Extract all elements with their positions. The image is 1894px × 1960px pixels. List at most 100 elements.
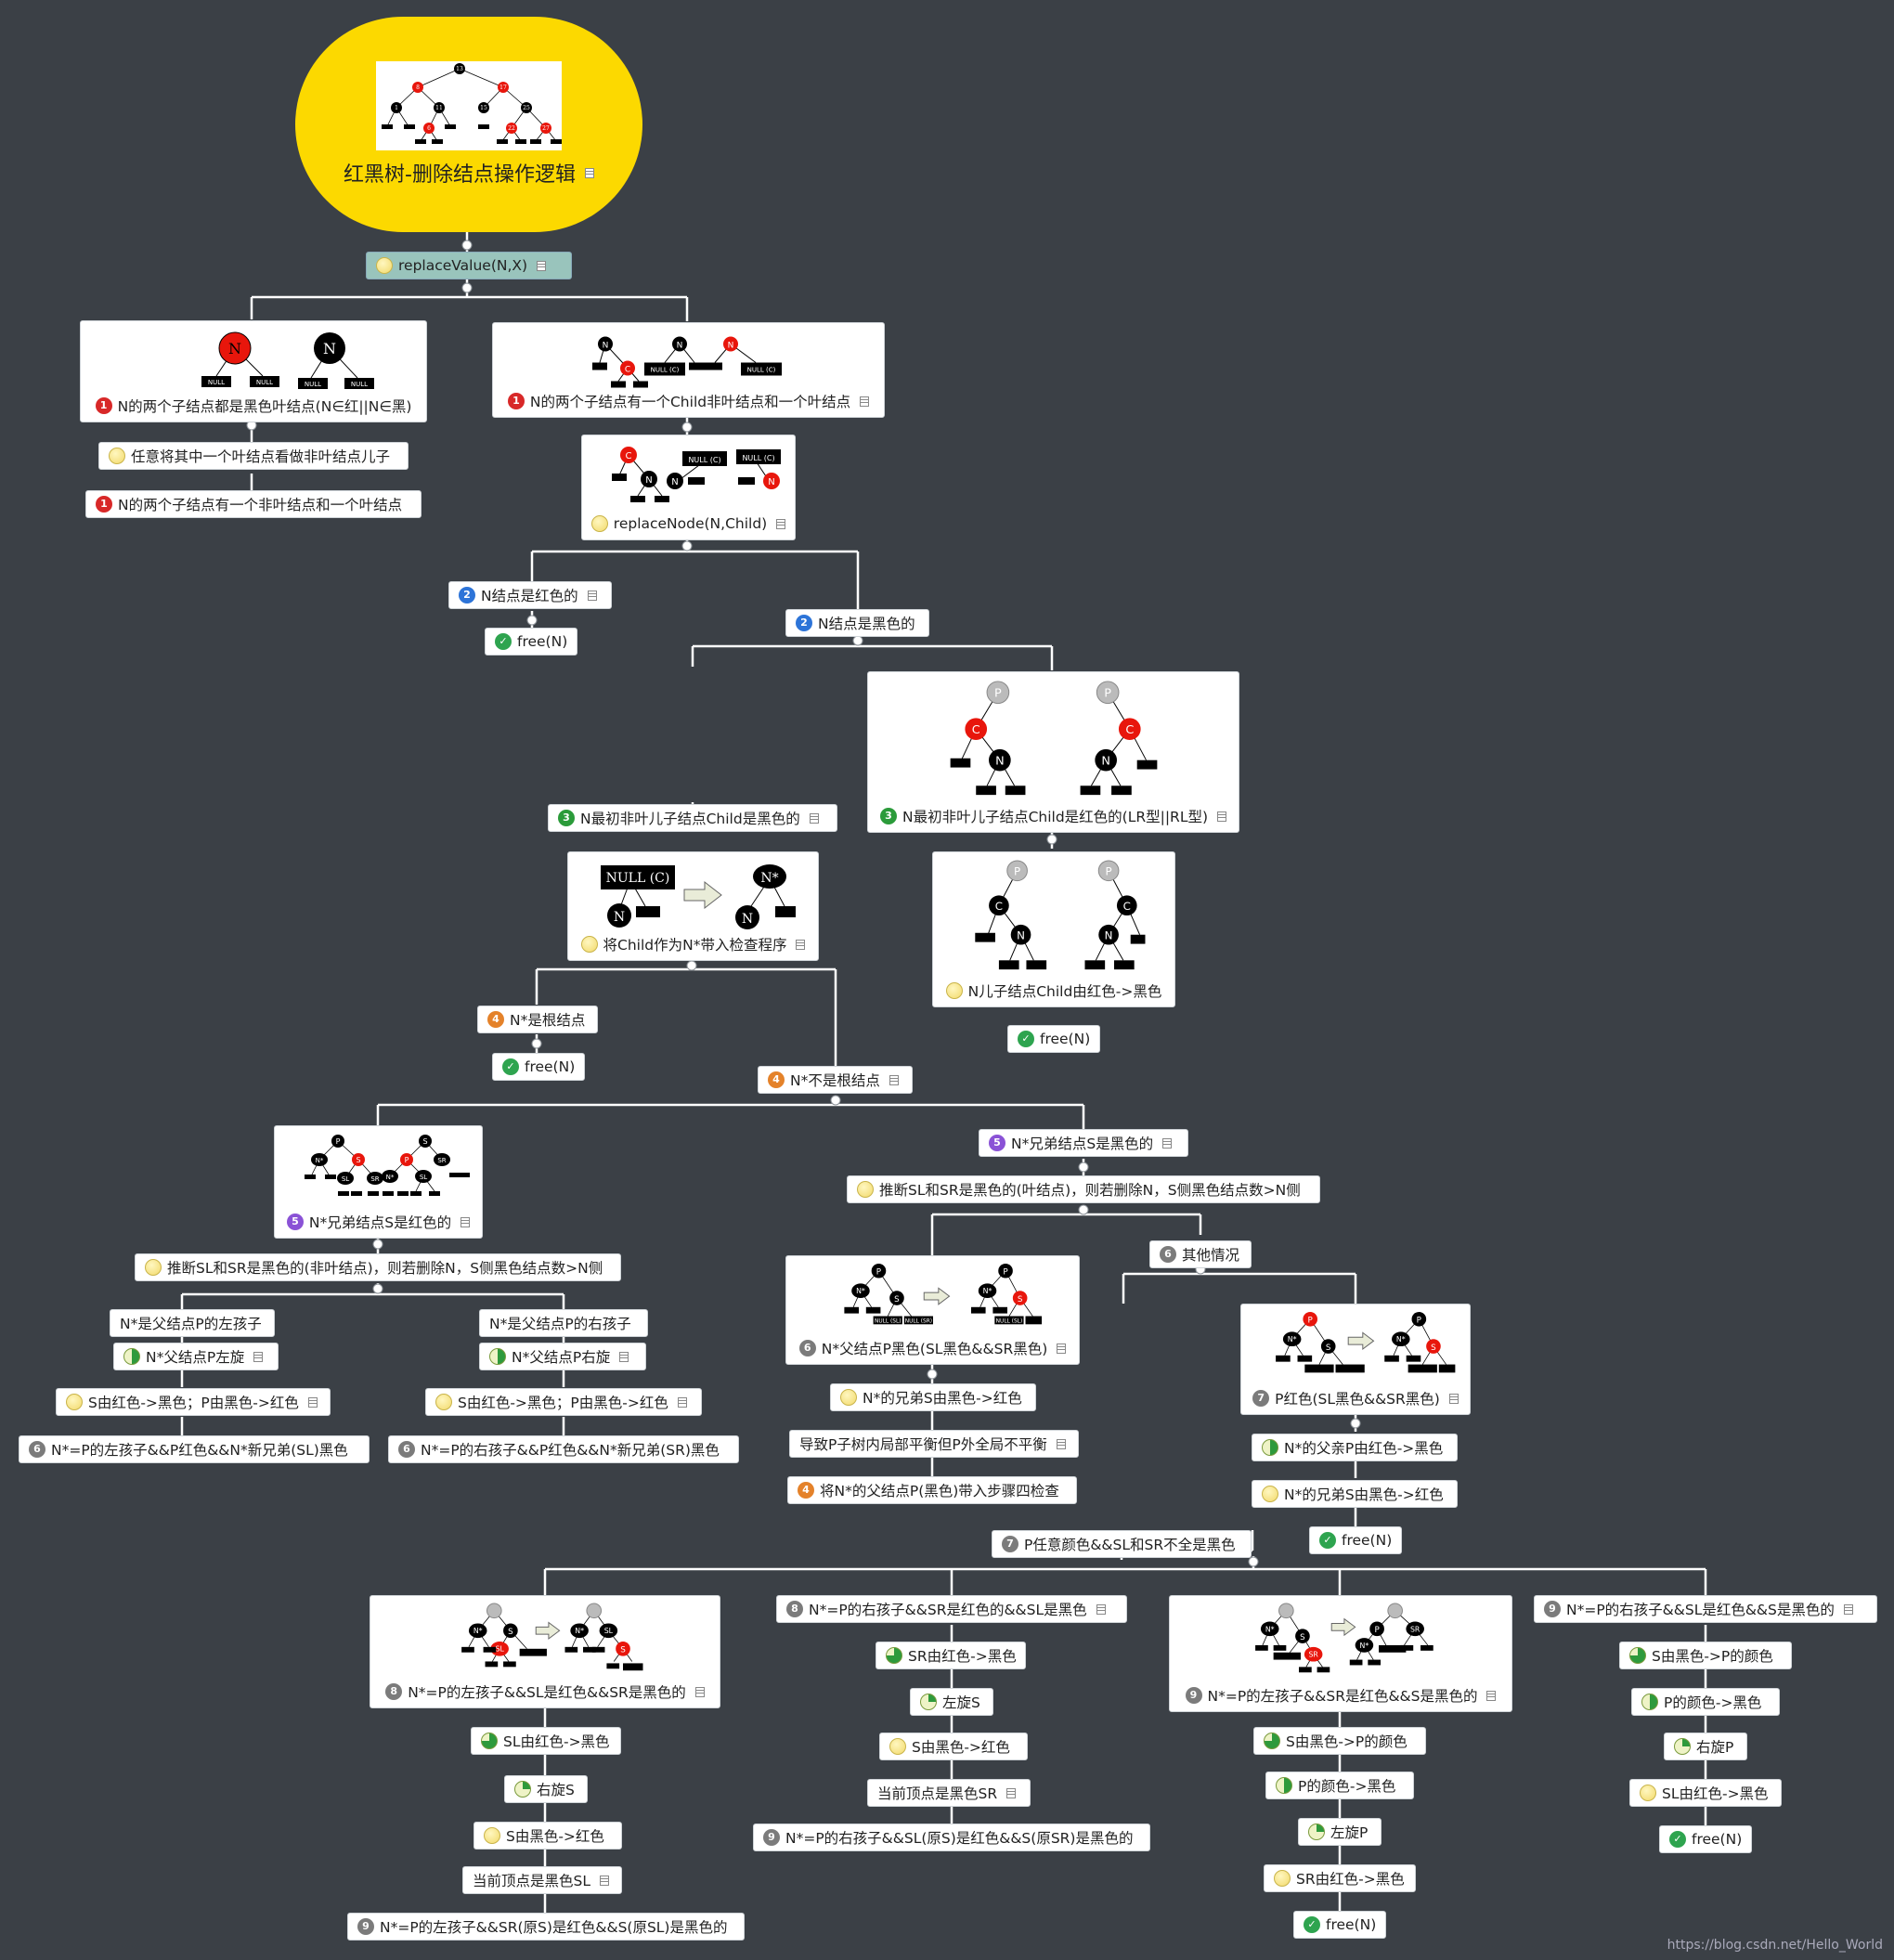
rotate-right-s-node[interactable]: 右旋S xyxy=(504,1775,588,1803)
free-n-node-6[interactable]: ✓free(N) xyxy=(1659,1825,1752,1853)
sr-red-to-black-node-2[interactable]: SR由红色->黑色 xyxy=(1264,1864,1416,1892)
note-icon xyxy=(860,396,870,407)
priority-8-icon: 8 xyxy=(786,1601,803,1617)
top-black-sr-node[interactable]: 当前顶点是黑色SR xyxy=(867,1779,1031,1807)
s-to-p-color-node-2[interactable]: S由黑色->P的颜色 xyxy=(1619,1642,1792,1669)
top-black-sl-node[interactable]: 当前顶点是黑色SL xyxy=(462,1866,622,1894)
note-bullet-icon xyxy=(889,1738,906,1755)
svg-text:P: P xyxy=(1003,1268,1007,1278)
sibling-black-to-red-node-2[interactable]: N*的兄弟S由黑色->红色 xyxy=(1252,1480,1458,1508)
free-n-node-2[interactable]: ✓free(N) xyxy=(492,1053,585,1081)
progress-quarter-icon xyxy=(1308,1824,1325,1840)
svg-text:N: N xyxy=(1105,929,1113,942)
priority-9-icon: 9 xyxy=(763,1829,780,1846)
s-red-to-black-node[interactable]: S由红色->黑色；P由黑色->红色 xyxy=(56,1388,331,1416)
sr-red-to-black-node[interactable]: SR由红色->黑色 xyxy=(876,1642,1026,1669)
rotate-right-p-node-2[interactable]: 右旋P xyxy=(1664,1733,1747,1760)
svg-text:S: S xyxy=(1431,1343,1436,1353)
s-black-to-red-node[interactable]: S由黑色->红色 xyxy=(474,1822,622,1850)
nstar-left-child-node[interactable]: N*是父结点P的左孩子 xyxy=(110,1309,275,1337)
priority-4-icon: 4 xyxy=(798,1482,814,1499)
rotate-right-p-node[interactable]: N*父结点P右旋 xyxy=(479,1343,646,1370)
root-title: 红黑树-删除结点操作逻辑 xyxy=(344,163,576,187)
priority-3-icon: 3 xyxy=(558,810,575,826)
free-n-node-4[interactable]: ✓free(N) xyxy=(1309,1526,1402,1554)
replace-node-node[interactable]: C N N N NULL (C)NULL (C) replaceNode(N,C… xyxy=(581,435,796,540)
svg-text:C: C xyxy=(625,451,631,461)
note-icon xyxy=(1448,1393,1459,1404)
note-icon xyxy=(1057,1343,1067,1354)
task-done-icon: ✓ xyxy=(1669,1831,1686,1848)
svg-text:C: C xyxy=(1125,723,1134,737)
svg-text:N: N xyxy=(613,910,624,925)
note-icon xyxy=(796,939,806,950)
rotate-left-p-node[interactable]: N*父结点P左旋 xyxy=(113,1343,279,1370)
parent-black-node[interactable]: P N* S P N* S NULL (SL)NULL (SR)NULL (SL… xyxy=(785,1255,1080,1365)
svg-text:N*: N* xyxy=(856,1287,865,1295)
note-icon xyxy=(619,1351,629,1362)
svg-text:N*: N* xyxy=(1265,1625,1275,1633)
sl-sr-black-leaf-node[interactable]: 推断SL和SR是黑色的(叶结点)，则若删除N，S侧黑色结点数>N侧 xyxy=(847,1175,1320,1203)
parent-red-to-black-node[interactable]: N*的父亲P由红色->黑色 xyxy=(1252,1434,1458,1461)
local-balance-node[interactable]: 导致P子树内局部平衡但P外全局不平衡 xyxy=(789,1430,1079,1458)
note-bullet-icon xyxy=(435,1394,452,1410)
priority-7-icon: 7 xyxy=(1252,1390,1270,1407)
p-color-to-black-node[interactable]: P的颜色->黑色 xyxy=(1265,1772,1414,1799)
root-topic[interactable]: 13 8 17 1 11 15 25 6 22 27 红黑树-删除结点操作逻辑 xyxy=(295,17,642,232)
svg-text:N: N xyxy=(645,475,652,486)
s-red-to-black-node-2[interactable]: S由红色->黑色；P由黑色->红色 xyxy=(425,1388,702,1416)
rotate-left-s-node[interactable]: 左旋S xyxy=(910,1688,993,1716)
note-bullet-icon xyxy=(580,936,598,953)
free-n-node-3[interactable]: ✓free(N) xyxy=(1007,1025,1100,1053)
svg-text:SL: SL xyxy=(496,1645,505,1654)
rotate-left-p-node-2[interactable]: 左旋P xyxy=(1298,1818,1382,1846)
child-red-to-black-node[interactable]: P C N P C N N儿子结点Child由红色->黑色 xyxy=(932,851,1175,1007)
note-icon xyxy=(889,1074,899,1085)
sibling-black-to-red-node[interactable]: N*的兄弟S由黑色->红色 xyxy=(830,1383,1036,1411)
svg-text:NULL (C): NULL (C) xyxy=(746,367,775,374)
svg-text:8: 8 xyxy=(416,84,420,91)
task-done-icon: ✓ xyxy=(1319,1532,1336,1549)
treat-leaf-as-child-node[interactable]: 任意将其中一个叶结点看做非叶结点儿子 xyxy=(98,442,409,470)
note-icon xyxy=(1056,1438,1066,1449)
svg-text:N: N xyxy=(1101,755,1110,769)
free-n-node[interactable]: ✓free(N) xyxy=(485,628,577,655)
progress-half-icon xyxy=(1262,1439,1278,1456)
p-color-to-black-node-2[interactable]: P的颜色->黑色 xyxy=(1631,1688,1780,1716)
progress-quarter-icon xyxy=(920,1694,937,1710)
nstar-right-child-node[interactable]: N*是父结点P的右孩子 xyxy=(479,1309,648,1337)
sl-red-to-black-node-2[interactable]: SL由红色->黑色 xyxy=(1629,1779,1782,1807)
s-to-p-color-node[interactable]: S由黑色->P的颜色 xyxy=(1253,1727,1426,1755)
replace-value-node[interactable]: replaceValue(N,X) xyxy=(366,252,572,279)
task-done-icon: ✓ xyxy=(502,1058,519,1075)
s-black-to-red-node-2[interactable]: S由黑色->红色 xyxy=(879,1733,1028,1760)
child-as-nstar-node[interactable]: NULL (C) N N* N 将Child作为N*带入检查程序 xyxy=(567,851,819,961)
watermark: https://blog.csdn.net/Hello_World xyxy=(1667,1938,1883,1953)
sl-sr-black-nonleaf-node[interactable]: 推断SL和SR是黑色的(非叶结点)，则若删除N，S侧黑色结点数>N侧 xyxy=(135,1253,621,1281)
sl-red-to-black-node[interactable]: SL由红色->黑色 xyxy=(471,1727,621,1755)
free-n-node-5[interactable]: ✓free(N) xyxy=(1293,1911,1386,1939)
